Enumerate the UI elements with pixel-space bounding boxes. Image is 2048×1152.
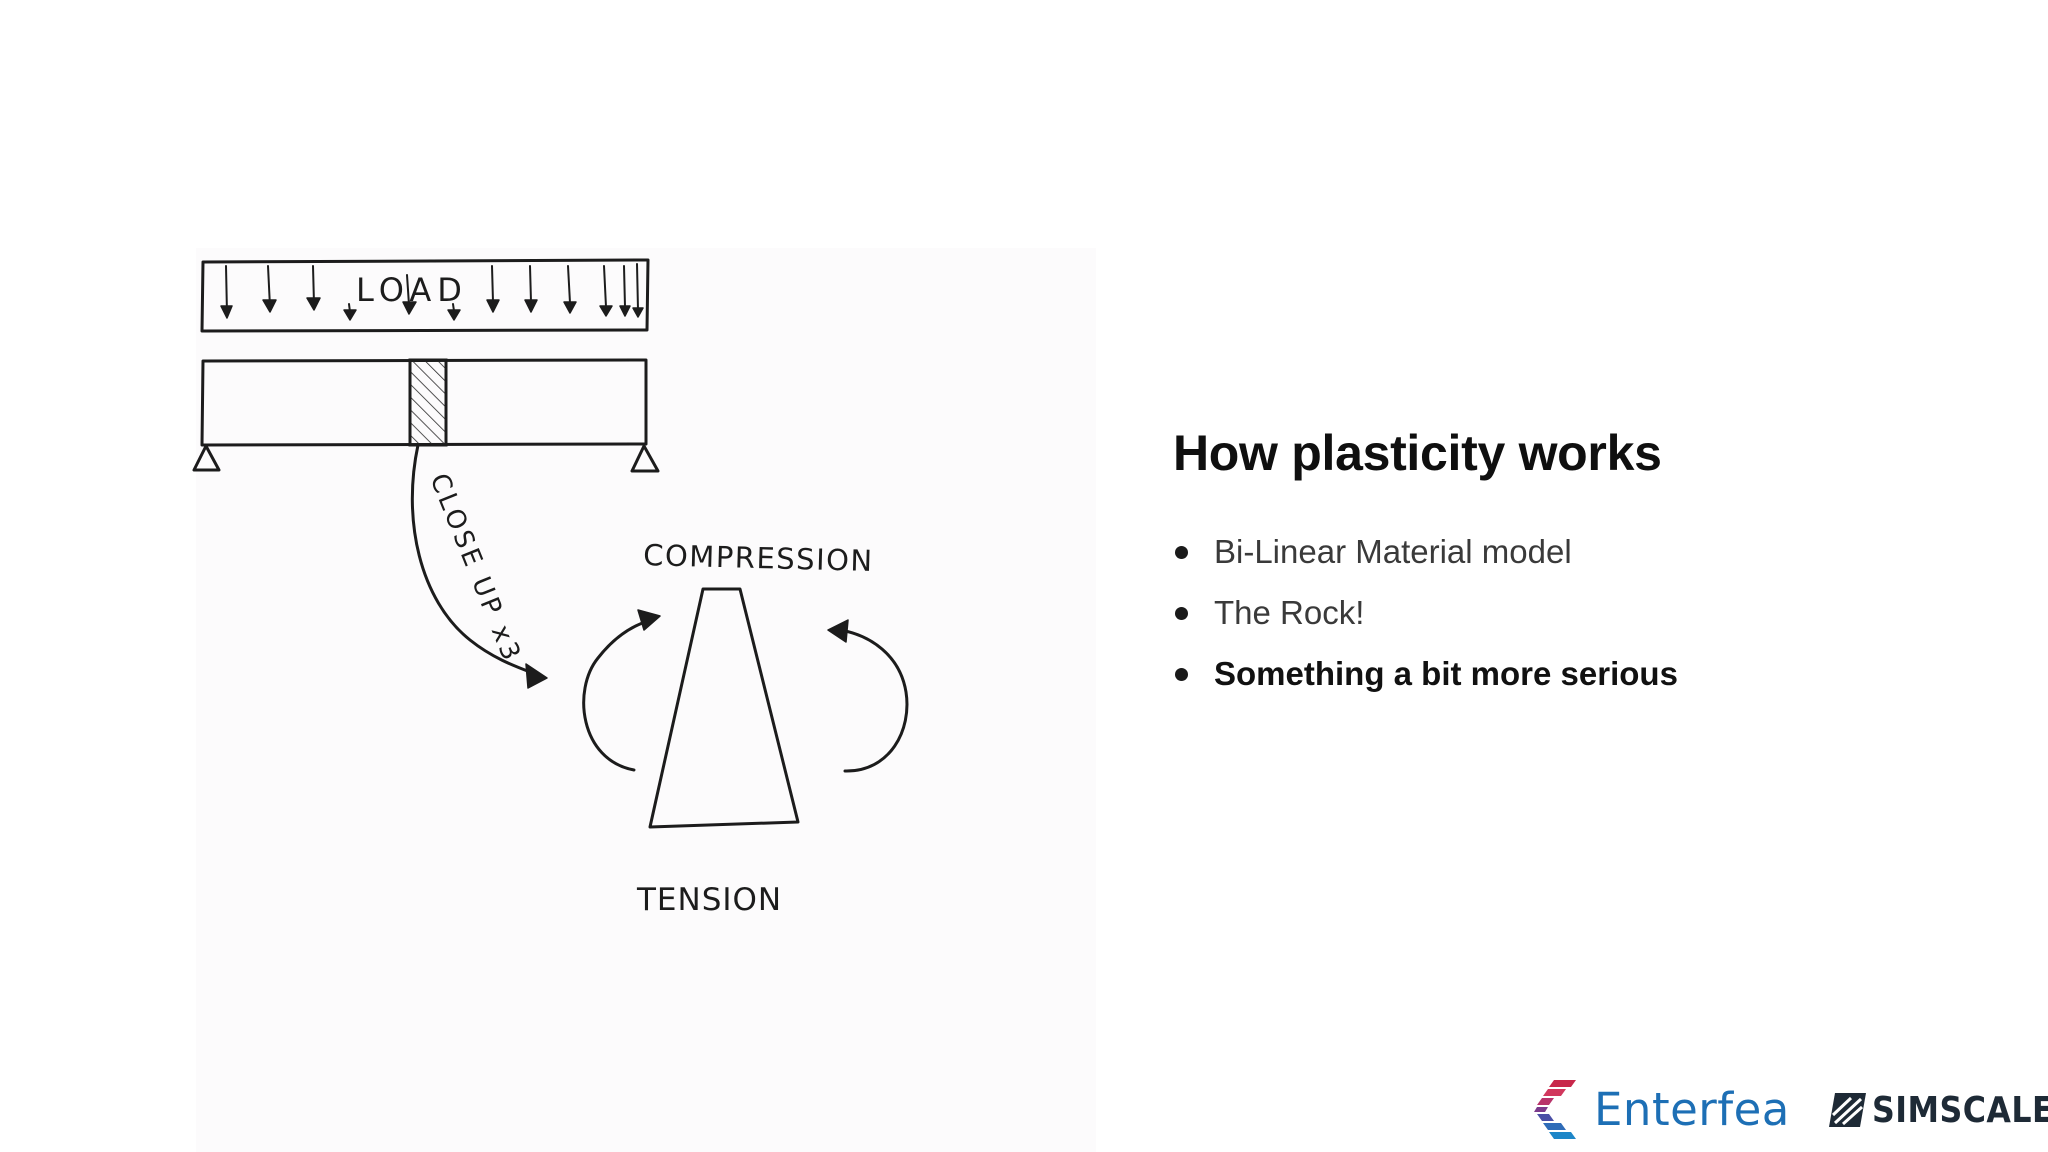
enterfea-logo: Enterfea xyxy=(1534,1078,1790,1140)
slide-content: How plasticity works Bi-Linear Material … xyxy=(1173,418,1993,713)
enterfea-logo-icon xyxy=(1534,1080,1576,1139)
bullet-icon xyxy=(1175,668,1188,681)
simscale-logo: SIMSCALE xyxy=(1829,1088,2048,1132)
bullet-item: The Rock! xyxy=(1173,591,1993,635)
load-arrows xyxy=(220,263,644,321)
right-rotation-arrow xyxy=(838,628,909,773)
bullet-text: Bi-Linear Material model xyxy=(1214,533,1572,570)
slide-title: How plasticity works xyxy=(1173,425,1662,481)
bullet-list: Bi-Linear Material model The Rock! Somet… xyxy=(1173,530,1993,696)
left-rotation-arrow xyxy=(582,618,653,772)
left-support xyxy=(192,444,221,472)
compression-label: COMPRESSION xyxy=(643,538,874,578)
bullet-icon xyxy=(1175,607,1188,620)
bullet-item: Bi-Linear Material model xyxy=(1173,530,1993,574)
simscale-logo-text: SIMSCALE xyxy=(1872,1089,2048,1131)
enterfea-logo-text: Enterfea xyxy=(1594,1082,1790,1136)
stress-trapezoid xyxy=(648,587,800,829)
right-support xyxy=(630,444,660,473)
load-label: LOAD xyxy=(356,271,468,309)
beam-hatched-section xyxy=(408,358,448,447)
tension-label: TENSION xyxy=(636,882,782,918)
closeup-arrow xyxy=(410,443,540,677)
bullet-icon xyxy=(1175,546,1188,559)
beam xyxy=(200,358,648,447)
simscale-logo-icon xyxy=(1829,1093,1866,1127)
bullet-item: Something a bit more serious xyxy=(1173,652,1993,696)
closeup-label: CLOSE UP x3 xyxy=(424,469,527,667)
bullet-text: Something a bit more serious xyxy=(1214,655,1678,692)
bullet-text: The Rock! xyxy=(1214,594,1365,631)
load-box xyxy=(200,258,650,333)
